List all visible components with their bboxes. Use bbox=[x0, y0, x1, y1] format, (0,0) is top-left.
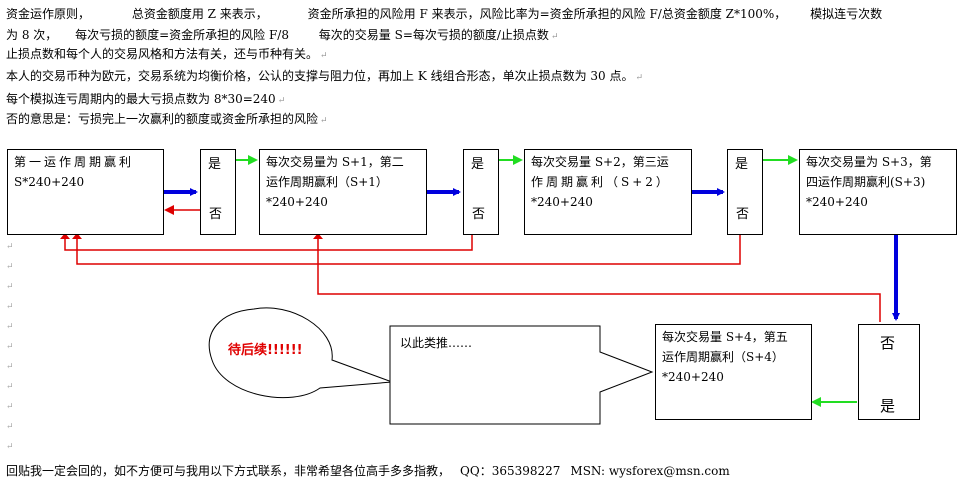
flow-box-text: *240+240 bbox=[806, 195, 868, 209]
flow-box-text: S*240+240 bbox=[14, 175, 85, 189]
paragraph-mark: ↵ bbox=[6, 262, 14, 272]
flow-box-cycle-1: 第一运作周期赢利 S*240+240 bbox=[7, 149, 164, 235]
paragraph-mark: ↵ bbox=[6, 322, 14, 332]
intro-text: 本人的交易币种为欧元，交易系统为均衡价格，公认的支撑与阻力位，再加上 K 线组合… bbox=[6, 69, 634, 83]
decision-box-3 bbox=[727, 149, 763, 235]
red-connector bbox=[317, 238, 881, 322]
red-connector bbox=[76, 220, 741, 265]
paragraph-mark: ↵ bbox=[6, 442, 14, 452]
intro-text: 每个模拟连亏周期内的最大亏损点数为 8*30=240 bbox=[6, 92, 276, 106]
paragraph-mark: ↵ bbox=[6, 302, 14, 312]
footer-text: 回贴我一定会回的，如不方便可与我用以下方式联系，非常希望各位高手多多指教， bbox=[6, 464, 451, 478]
intro-line-4: 本人的交易币种为欧元，交易系统为均衡价格，公认的支撑与阻力位，再加上 K 线组合… bbox=[6, 69, 644, 83]
no-label: 否 bbox=[209, 207, 223, 222]
flow-box-text: 运作周期赢利（S+1） bbox=[266, 175, 388, 189]
flow-box-text: 作周期赢利（S+2） bbox=[531, 175, 671, 189]
intro-text: 模拟连亏次数 bbox=[810, 7, 883, 21]
red-arrowhead bbox=[72, 233, 82, 239]
intro-line-5: 每个模拟连亏周期内的最大亏损点数为 8*30=240↵ bbox=[6, 92, 286, 106]
paragraph-mark: ↵ bbox=[6, 242, 14, 252]
flow-box-text: 四运作周期赢利(S+3) bbox=[806, 175, 926, 189]
flow-box-text: 每次交易量 S+2，第三运 bbox=[531, 155, 669, 169]
intro-line-1: 资金运作原则， 总资金额度用 Z 来表示， 资金所承担的风险用 F 来表示，风险… bbox=[6, 6, 882, 22]
paragraph-mark: ↵ bbox=[6, 362, 14, 372]
red-connector bbox=[64, 220, 473, 251]
no-label: 否 bbox=[880, 334, 896, 352]
flow-box-cycle-3: 每次交易量 S+2，第三运 作周期赢利（S+2） *240+240 bbox=[524, 149, 692, 235]
flow-box-cycle-5: 每次交易量 S+4，第五 运作周期赢利（S+4） *240+240 bbox=[655, 324, 812, 420]
intro-text: 每次的交易量 S=每次亏损的额度/止损点数 bbox=[318, 28, 549, 42]
flow-box-text: *240+240 bbox=[531, 195, 593, 209]
decision-box-4 bbox=[858, 324, 920, 420]
intro-text: 总资金额度用 Z 来表示， bbox=[131, 7, 268, 21]
yes-label: 是 bbox=[208, 157, 222, 172]
etc-arrow-shape bbox=[389, 325, 654, 425]
flow-box-cycle-4: 每次交易量为 S+3，第 四运作周期赢利(S+3) *240+240 bbox=[799, 149, 957, 235]
intro-line-2: 为 8 次， 每次亏损的额度=资金所承担的风险 F/8 每次的交易量 S=每次亏… bbox=[6, 28, 559, 42]
paragraph-mark: ↵ bbox=[6, 422, 14, 432]
callout-text: 待后续!!!!!! bbox=[228, 343, 303, 358]
intro-line-6: 否的意思是：亏损完上一次赢利的额度或资金所承担的风险↵ bbox=[6, 112, 328, 126]
flow-box-text: 每次交易量为 S+1，第二 bbox=[266, 155, 404, 169]
flow-box-text: 第一运作周期赢利 bbox=[14, 155, 135, 169]
decision-box-2 bbox=[463, 149, 499, 235]
footer: 回贴我一定会回的，如不方便可与我用以下方式联系，非常希望各位高手多多指教， QQ：… bbox=[6, 462, 730, 479]
paragraph-mark: ↵ bbox=[6, 342, 14, 352]
red-arrowhead bbox=[60, 233, 70, 239]
flow-box-text: *240+240 bbox=[662, 370, 724, 384]
no-label: 否 bbox=[736, 207, 750, 222]
intro-text: 否的意思是：亏损完上一次赢利的额度或资金所承担的风险 bbox=[6, 112, 319, 126]
intro-text: 每次亏损的额度=资金所承担的风险 F/8 bbox=[75, 28, 289, 42]
flow-box-text: *240+240 bbox=[266, 195, 328, 209]
intro-text: 止损点数和每个人的交易风格和方法有关，还与币种有关。 bbox=[6, 47, 319, 61]
red-arrowhead bbox=[313, 233, 323, 239]
footer-msn: MSN: wysforex@msn.com bbox=[570, 464, 730, 478]
no-label: 否 bbox=[472, 207, 486, 222]
flow-box-text: 每次交易量为 S+3，第 bbox=[806, 155, 932, 169]
etc-text: 以此类推…… bbox=[400, 336, 473, 350]
footer-qq: QQ：365398227 bbox=[460, 464, 561, 478]
decision-box-1 bbox=[200, 149, 236, 235]
yes-label: 是 bbox=[471, 157, 485, 172]
intro-text: 资金所承担的风险用 F 来表示，风险比率为=资金所承担的风险 F/总资金额度 Z… bbox=[307, 7, 787, 21]
yes-label: 是 bbox=[735, 157, 749, 172]
paragraph-mark: ↵ bbox=[6, 282, 14, 292]
intro-text: 为 8 次， bbox=[6, 28, 58, 42]
paragraph-mark: ↵ bbox=[6, 402, 14, 412]
yes-label: 是 bbox=[880, 397, 896, 415]
intro-text: 资金运作原则， bbox=[6, 7, 91, 21]
intro-line-3: 止损点数和每个人的交易风格和方法有关，还与币种有关。↵ bbox=[6, 47, 328, 61]
callout-bubble bbox=[208, 307, 393, 399]
paragraph-mark: ↵ bbox=[6, 382, 14, 392]
flow-box-text: 运作周期赢利（S+4） bbox=[662, 350, 784, 364]
flow-box-cycle-2: 每次交易量为 S+1，第二 运作周期赢利（S+1） *240+240 bbox=[259, 149, 427, 235]
flow-box-text: 每次交易量 S+4，第五 bbox=[662, 330, 788, 344]
